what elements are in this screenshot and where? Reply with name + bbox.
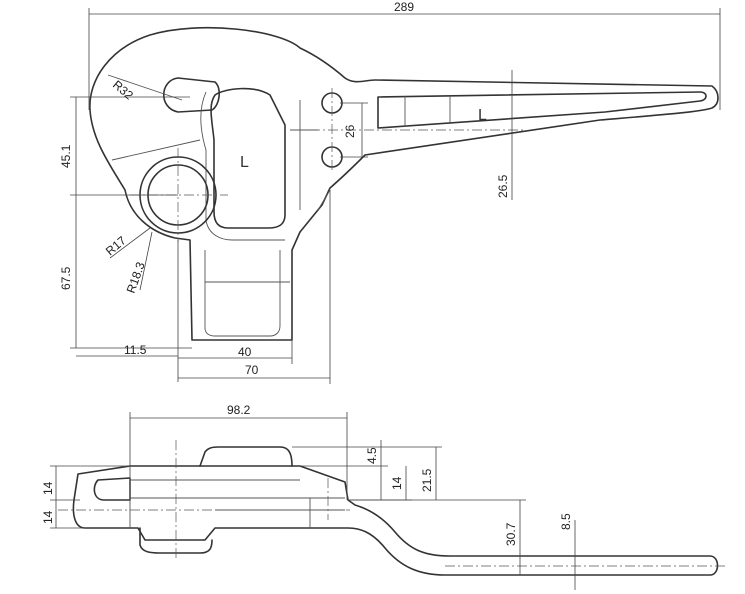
radius-leader-mid xyxy=(111,139,201,161)
angle-mark-pocket: L xyxy=(240,154,249,171)
dim-26-label: 26 xyxy=(343,124,357,138)
dim-r18-3-label: R18.3 xyxy=(124,260,148,295)
handle-slot xyxy=(377,91,707,129)
dim-70-label: 70 xyxy=(245,363,259,377)
dim-14-bottom-label: 14 xyxy=(41,510,55,524)
dim-r17-leader xyxy=(109,227,151,259)
rib-line xyxy=(290,100,331,211)
dim-45-1-label: 45.1 xyxy=(59,144,73,168)
hook-slot xyxy=(163,77,221,113)
side-view: 98.2 4.5 14 21.5 14 14 30.7 8.5 xyxy=(41,403,725,590)
dim-26-5-label: 26.5 xyxy=(496,174,510,198)
top-view: 289 26 26.5 45.1 67.5 R32 R17 R18.3 11.5… xyxy=(59,0,721,384)
latch-body-outline xyxy=(89,26,719,341)
dim-r17-label: R17 xyxy=(103,233,129,258)
side-bottom-boss xyxy=(139,527,213,554)
dim-8-5-label: 8.5 xyxy=(559,513,573,530)
radius-leader-top xyxy=(107,74,183,101)
dim-14-top-label: 14 xyxy=(41,481,55,495)
lower-tab-inner xyxy=(204,250,281,337)
dim-11-5-label: 11.5 xyxy=(124,343,147,357)
dim-30-7-label: 30.7 xyxy=(504,522,518,546)
dim-r32-label: R32 xyxy=(110,78,136,103)
dim-21-5-label: 21.5 xyxy=(420,468,434,492)
side-top-boss xyxy=(199,446,293,467)
dim-40-label: 40 xyxy=(238,345,252,359)
dim-r18-3-leader xyxy=(139,231,153,291)
dim-4-5-label: 4.5 xyxy=(365,447,379,464)
dim-98-2-label: 98.2 xyxy=(227,403,251,417)
inner-pocket xyxy=(210,87,286,229)
angle-mark-handle: L xyxy=(478,107,487,124)
dim-14-mid-label: 14 xyxy=(390,476,404,490)
side-plate-outline xyxy=(72,465,719,576)
dim-67-5-label: 67.5 xyxy=(59,266,73,290)
side-hook xyxy=(93,477,131,501)
dim-289-label: 289 xyxy=(394,0,414,14)
